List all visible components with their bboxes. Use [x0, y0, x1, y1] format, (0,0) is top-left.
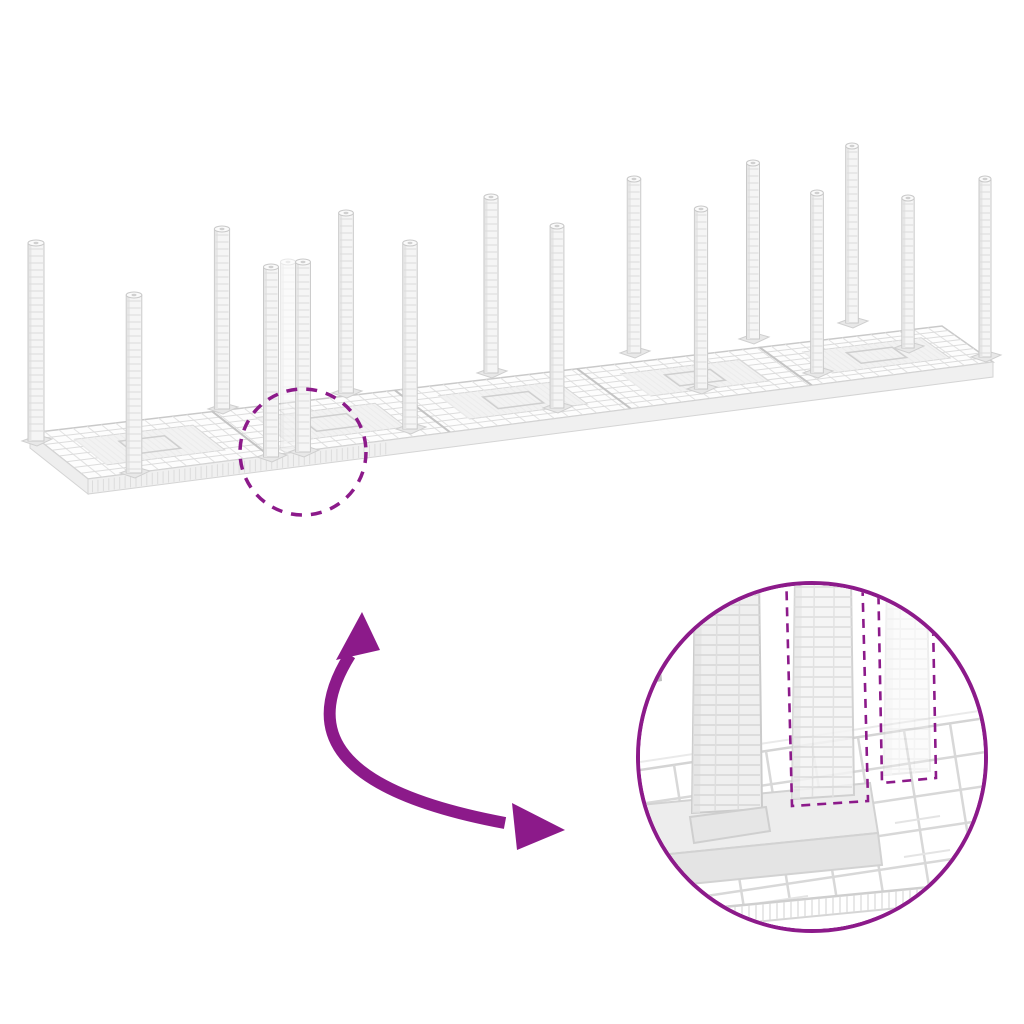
rack-peg	[394, 239, 428, 435]
rack-peg	[836, 142, 870, 329]
rack-peg	[969, 175, 1003, 363]
zoom-curved-arrow-icon	[323, 612, 565, 850]
rack-peg	[892, 194, 926, 354]
arrowhead-right	[512, 803, 565, 850]
dashed-peg-outline	[876, 585, 938, 785]
rack-peg	[737, 159, 771, 345]
arrowhead-up	[336, 612, 380, 660]
dashed-peg-outline	[785, 585, 870, 808]
rack-peg	[685, 205, 719, 395]
rack-peg	[206, 225, 240, 415]
rack-peg	[118, 291, 152, 479]
rack-peg	[330, 209, 364, 399]
rack-peg	[287, 258, 321, 458]
highlight-dashed-circle	[238, 387, 368, 517]
zoom-inset-circle	[636, 581, 988, 933]
rack-peg	[801, 189, 835, 379]
inset-dashed-outlines	[785, 585, 938, 808]
inset-peg-translucent	[790, 585, 856, 801]
rack-peg	[20, 239, 54, 447]
inset-peg-socket	[688, 805, 772, 845]
ghost-peg	[272, 258, 306, 454]
zoom-inset-detail	[640, 585, 984, 929]
rack-peg	[541, 222, 575, 414]
rack-pegs	[20, 142, 1003, 479]
rack-peg	[618, 175, 652, 359]
rack-peg	[475, 193, 509, 379]
inset-peg-solid	[690, 585, 764, 815]
rack-peg	[255, 263, 289, 463]
rack-tray	[28, 325, 996, 496]
inset-peg-ghost	[882, 585, 932, 777]
